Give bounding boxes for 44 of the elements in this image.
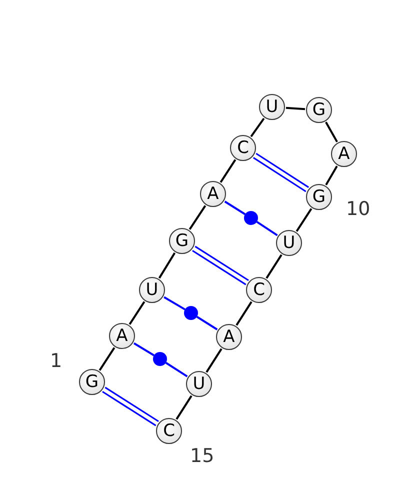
backbone-line <box>250 118 265 138</box>
backbone-line <box>188 205 206 230</box>
nucleotide-circle: U <box>276 230 302 256</box>
nucleotide-circle: G <box>79 369 105 395</box>
backbone-line <box>296 208 312 232</box>
nucleotide-circle: A <box>109 323 135 349</box>
backbone-line <box>266 254 282 279</box>
backbone-line <box>286 106 306 110</box>
base-pair-dot <box>153 352 167 366</box>
base-pair-dot <box>244 211 258 225</box>
base-pair-line <box>196 316 218 330</box>
backbone-line <box>98 347 116 371</box>
backbone-line <box>176 395 192 420</box>
base-pair-line <box>192 246 250 286</box>
base-pair-line <box>102 386 160 426</box>
nucleotide-circle: C <box>246 277 272 303</box>
backbone-line <box>128 301 146 325</box>
nucleotide-circle: U <box>139 277 165 303</box>
backbone-line <box>158 252 176 279</box>
nucleotide-circle: U <box>259 94 285 120</box>
base-pair-dot <box>184 306 198 320</box>
backbone-line <box>220 159 236 183</box>
position-number: 15 <box>190 447 214 466</box>
nucleotide-circle: C <box>156 418 182 444</box>
base-pair-line <box>164 296 186 310</box>
base-pair-line <box>133 342 155 356</box>
backbone-line <box>236 301 252 326</box>
backbone-line <box>325 122 338 142</box>
nucleotide-circle: G <box>169 228 195 254</box>
position-number: 1 <box>50 352 62 371</box>
base-pair-line <box>252 152 310 192</box>
backbone-line <box>325 166 338 186</box>
base-pair-line <box>165 362 188 378</box>
base-pair-line <box>224 200 246 216</box>
base-pair-line <box>256 221 278 236</box>
nucleotide-circle: A <box>200 181 226 207</box>
nucleotide-circle: G <box>306 184 332 210</box>
nucleotide-circle: C <box>230 135 256 161</box>
nucleotide-circle: A <box>331 141 357 167</box>
nucleotide-circle: A <box>216 324 242 350</box>
nucleotide-circle: U <box>186 371 212 397</box>
position-number: 10 <box>346 200 370 219</box>
backbone-line <box>206 348 222 373</box>
nucleotide-circle: G <box>306 97 332 123</box>
